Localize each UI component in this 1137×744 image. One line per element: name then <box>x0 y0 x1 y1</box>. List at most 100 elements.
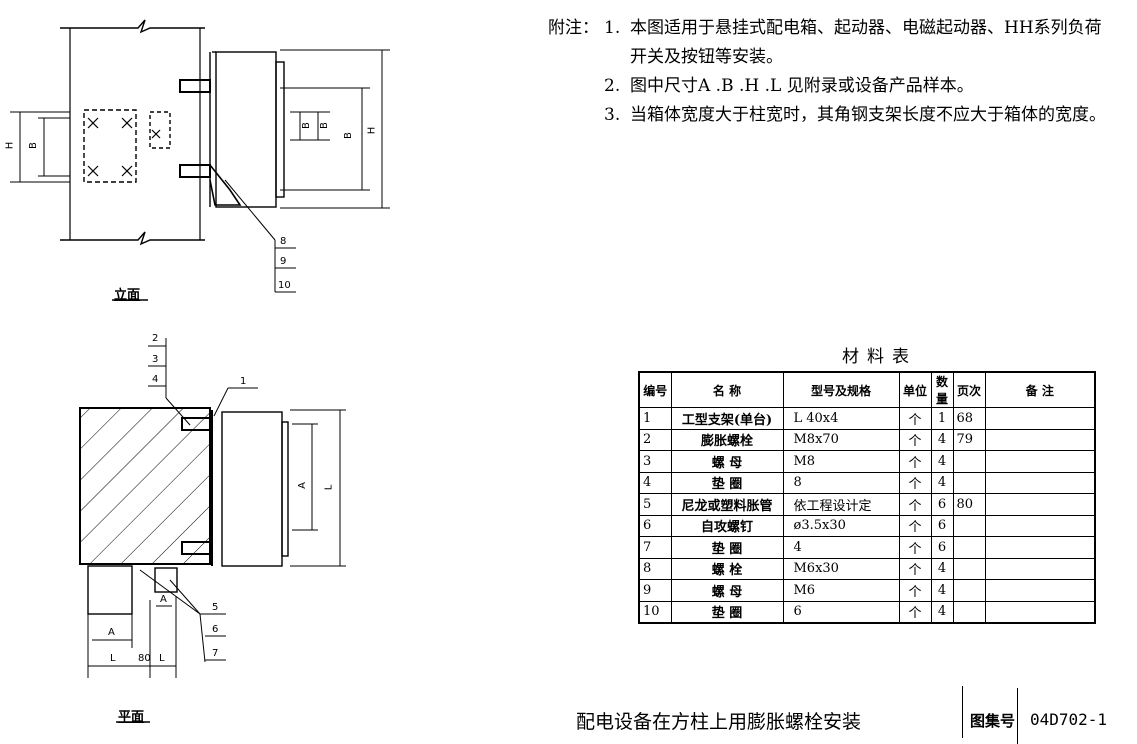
row-note <box>984 428 1096 451</box>
row-unit: 个 <box>898 407 932 430</box>
callout-1: 1 <box>240 376 247 387</box>
row-spec: M6x30 <box>782 557 900 580</box>
row-no: 6 <box>638 514 672 537</box>
row-note <box>984 407 1096 430</box>
callout-8: 8 <box>280 236 287 247</box>
row-note <box>984 579 1096 602</box>
row-note <box>984 557 1096 580</box>
note-3-number: 3. <box>604 105 621 125</box>
header-name: 名 称 <box>670 371 784 408</box>
drawing-title: 配电设备在方柱上用膨胀螺栓安装 <box>576 711 862 733</box>
row-unit: 个 <box>898 493 932 516</box>
row-page: 80 <box>952 493 986 516</box>
row-no: 10 <box>638 600 672 623</box>
row-name: 工型支架(单台) <box>670 407 784 430</box>
plan-view-label: 平面 <box>118 710 145 725</box>
row-no: 5 <box>638 493 672 516</box>
dim-a-small: A <box>160 594 167 605</box>
dim-l-bottom-2: L <box>159 653 165 664</box>
row-note <box>984 536 1096 559</box>
row-no: 2 <box>638 428 672 451</box>
dim-h-left: H <box>4 141 16 150</box>
note-1-number: 1. <box>604 18 621 38</box>
callout-7: 7 <box>212 648 219 659</box>
notes-label: 附注： <box>548 18 599 38</box>
header-unit: 单位 <box>898 371 932 408</box>
row-spec: L 40x4 <box>782 407 900 430</box>
callout-2: 2 <box>152 333 159 344</box>
dim-a-plan: A <box>296 482 308 489</box>
row-name: 螺 栓 <box>670 557 784 580</box>
header-qty: 数量 <box>930 371 954 408</box>
row-page: 79 <box>952 428 986 451</box>
plan-view <box>79 338 346 723</box>
callout-4: 4 <box>152 374 159 385</box>
row-name: 尼龙或塑料胀管 <box>670 493 784 516</box>
row-page <box>952 600 986 623</box>
row-page <box>952 579 986 602</box>
elevation-view-label: 立面 <box>114 288 141 303</box>
row-name: 膨胀螺栓 <box>670 428 784 451</box>
row-spec: M6 <box>782 579 900 602</box>
row-no: 8 <box>638 557 672 580</box>
note-1-line-2: 开关及按钮等安装。 <box>630 47 783 67</box>
row-unit: 个 <box>898 450 932 473</box>
row-name: 自攻螺钉 <box>670 514 784 537</box>
title-block-divider <box>1017 688 1018 744</box>
row-qty: 4 <box>930 450 954 473</box>
row-no: 7 <box>638 536 672 559</box>
row-note <box>984 450 1096 473</box>
row-name: 螺 母 <box>670 579 784 602</box>
row-unit: 个 <box>898 557 932 580</box>
row-no: 9 <box>638 579 672 602</box>
dim-h-right: H <box>366 126 378 135</box>
callout-5: 5 <box>212 602 219 613</box>
note-3-line-1: 当箱体宽度大于柱宽时，其角钢支架长度不应大于箱体的宽度。 <box>630 105 1106 125</box>
row-page <box>952 514 986 537</box>
row-qty: 4 <box>930 428 954 451</box>
header-page: 页次 <box>952 371 986 408</box>
dim-b-right-1: B <box>300 122 312 129</box>
notes-block: 附注： 1. 本图适用于悬挂式配电箱、起动器、电磁起动器、HH系列负荷 开关及按… <box>548 14 1128 130</box>
dim-a-bottom: A <box>108 627 115 638</box>
dim-b-right-2: B <box>318 122 330 129</box>
row-qty: 1 <box>930 407 954 430</box>
row-name: 垫 圈 <box>670 600 784 623</box>
row-name: 螺 母 <box>670 450 784 473</box>
row-page <box>952 557 986 580</box>
row-unit: 个 <box>898 600 932 623</box>
atlas-label: 图集号 <box>970 712 1016 730</box>
row-qty: 6 <box>930 536 954 559</box>
row-no: 4 <box>638 471 672 494</box>
row-note <box>984 471 1096 494</box>
header-spec: 型号及规格 <box>782 371 900 408</box>
dim-l-plan: L <box>323 484 335 491</box>
table-header-row: 编号 名 称 型号及规格 单位 数量 页次 备 注 <box>638 371 1096 408</box>
title-block-frame <box>962 686 1123 738</box>
header-note: 备 注 <box>984 371 1096 408</box>
dim-80-bottom: 80 <box>138 653 151 664</box>
row-name: 垫 圈 <box>670 536 784 559</box>
dim-b-right-3: B <box>342 132 354 139</box>
note-2-line-1: 图中尺寸A .B .H .L 见附录或设备产品样本。 <box>630 76 974 96</box>
row-spec: ø3.5x30 <box>782 514 900 537</box>
row-qty: 4 <box>930 579 954 602</box>
row-spec: 依工程设计定 <box>782 493 900 516</box>
row-unit: 个 <box>898 428 932 451</box>
row-note <box>984 493 1096 516</box>
row-page <box>952 536 986 559</box>
row-no: 1 <box>638 407 672 430</box>
material-table-title: 材料表 <box>842 347 917 367</box>
atlas-number: 04D702-1 <box>1030 710 1108 729</box>
row-no: 3 <box>638 450 672 473</box>
